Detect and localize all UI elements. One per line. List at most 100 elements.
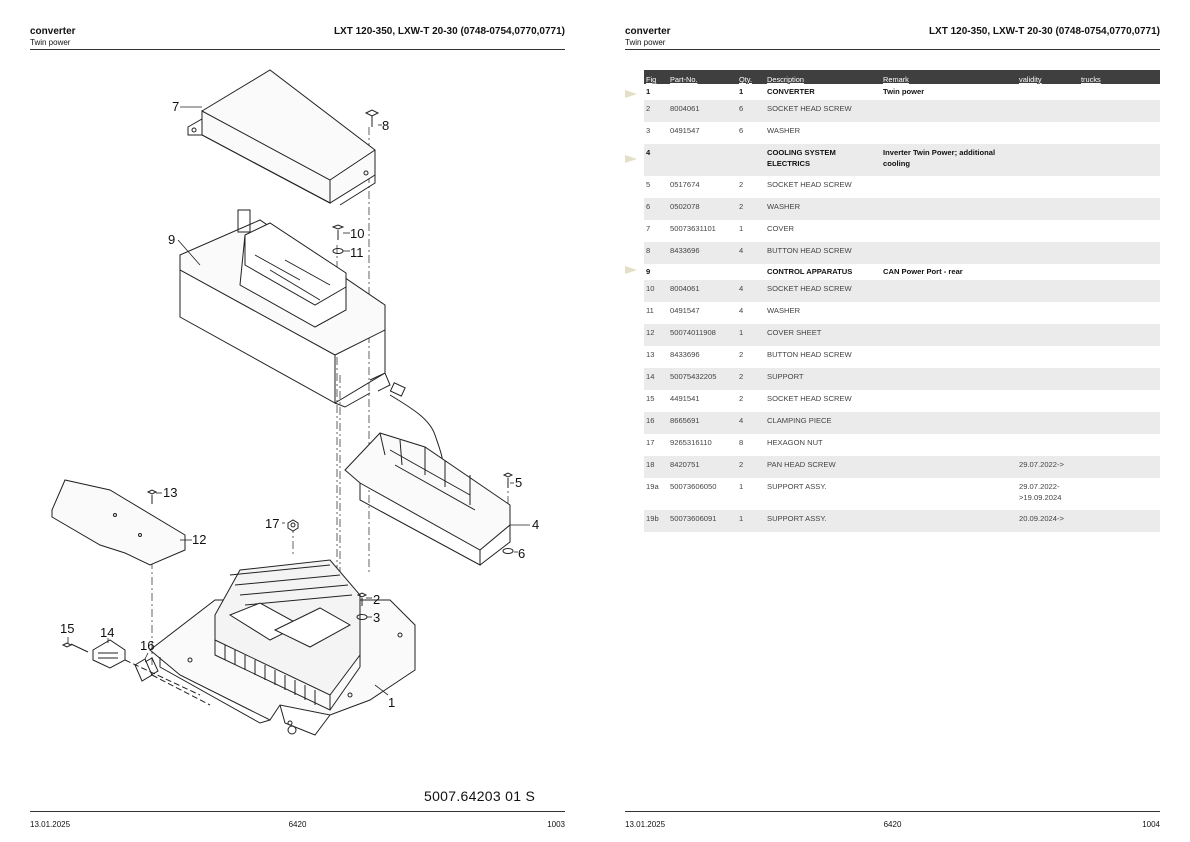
- cell-remark: Inverter Twin Power; additional cooling: [881, 144, 1017, 176]
- cell-desc: PAN HEAD SCREW: [765, 456, 881, 478]
- cell-desc: SUPPORT ASSY.: [765, 510, 881, 532]
- cell-qty: 1: [739, 482, 744, 491]
- cell-remark: CAN Power Port - rear: [883, 267, 963, 276]
- callout-14: 14: [100, 625, 114, 640]
- callout-17: 17: [265, 516, 279, 531]
- cell-trucks: [1079, 122, 1160, 144]
- page-title: converter: [625, 26, 671, 37]
- cell-part: [668, 84, 737, 100]
- assembly-marker-arrow: [625, 155, 637, 163]
- cell-qty: [737, 144, 765, 176]
- cell-fig: 1: [646, 87, 651, 96]
- cell-remark: [881, 390, 1017, 412]
- cell-remark: [881, 198, 1017, 220]
- cell-desc: WASHER: [767, 306, 801, 315]
- cell-fig: 11: [646, 306, 654, 315]
- cell-fig: 5: [646, 180, 651, 189]
- cell-desc: COOLING SYSTEM ELECTRICS: [765, 144, 881, 176]
- cell-remark: [881, 368, 1017, 390]
- cell-validity: 29.07.2022->: [1017, 456, 1079, 478]
- cell-trucks: [1079, 510, 1160, 532]
- callout-4: 4: [532, 517, 539, 532]
- cell-fig: 15: [646, 394, 655, 403]
- cell-trucks: [1079, 198, 1160, 220]
- cell-remark: [881, 478, 1017, 510]
- exploded-parts-drawing: 7 8 9 10 11 5 4 6 13 12 17 2 3 1 15 14 1…: [30, 55, 565, 805]
- callout-3: 3: [373, 610, 380, 625]
- right-page: converter Twin power LXT 120-350, LXW-T …: [625, 0, 1160, 842]
- cell-trucks: [1079, 242, 1160, 264]
- cell-validity: [1017, 122, 1079, 144]
- cell-desc: SOCKET HEAD SCREW: [765, 280, 881, 302]
- drawing-svg: 7 8 9 10 11 5 4 6 13 12 17 2 3 1 15 14 1…: [51, 69, 539, 736]
- column-header: trucks: [1079, 70, 1160, 84]
- cell-desc: HEXAGON NUT: [767, 438, 823, 447]
- cell-fig: 16: [644, 412, 668, 434]
- cell-remark: Twin power: [883, 87, 925, 96]
- cell-validity: [1017, 302, 1079, 324]
- cell-remark: [881, 242, 1017, 264]
- cell-desc: SUPPORT ASSY.: [767, 482, 827, 491]
- column-header: Qty.: [737, 70, 765, 84]
- cell-validity: [1017, 84, 1079, 100]
- cell-fig: 2: [644, 100, 668, 122]
- cell-desc: BUTTON HEAD SCREW: [767, 350, 852, 359]
- cell-qty: 2: [737, 368, 765, 390]
- cell-desc: CLAMPING PIECE: [765, 412, 881, 434]
- cell-part: 0491547: [670, 306, 700, 315]
- cell-remark: [881, 220, 1017, 242]
- column-header: Fig: [644, 70, 668, 84]
- footer-date: 13.01.2025: [625, 820, 666, 829]
- footer-code: 6420: [288, 820, 307, 829]
- cell-fig: 19b: [644, 510, 668, 532]
- cell-desc: COVER: [767, 224, 795, 233]
- cell-qty: 2: [737, 198, 765, 220]
- cell-trucks: [1079, 220, 1160, 242]
- cell-validity: [1017, 264, 1079, 280]
- cell-qty: 2: [739, 394, 744, 403]
- assembly-marker-arrow: [625, 266, 637, 274]
- page-subtitle: Twin power: [625, 38, 666, 47]
- cell-fig: 3: [646, 126, 651, 135]
- cell-desc: SUPPORT: [765, 368, 881, 390]
- table-header-row: Fig Part-No. Qty. Description Remark val…: [644, 70, 1160, 84]
- callout-12: 12: [192, 532, 206, 547]
- cell-trucks: [1079, 346, 1160, 368]
- header-divider: [625, 49, 1160, 50]
- cell-part: 0491547: [670, 126, 700, 135]
- cell-desc: SOCKET HEAD SCREW: [767, 180, 852, 189]
- cell-validity: [1017, 324, 1079, 346]
- cell-qty: 1: [739, 224, 744, 233]
- callout-10: 10: [350, 226, 364, 241]
- cell-validity: 20.09.2024->: [1017, 510, 1079, 532]
- cell-validity: [1017, 100, 1079, 122]
- cell-fig: 12: [644, 324, 668, 346]
- cell-validity: [1017, 434, 1079, 456]
- column-header: Description: [765, 70, 881, 84]
- cell-fig: 14: [644, 368, 668, 390]
- model-range: LXT 120-350, LXW-T 20-30 (0748-0754,0770…: [928, 26, 1160, 37]
- cell-qty: 1: [737, 324, 765, 346]
- cell-validity: [1017, 280, 1079, 302]
- cell-qty: [737, 264, 765, 280]
- cell-part: 50075432205: [668, 368, 737, 390]
- callout-7: 7: [172, 99, 179, 114]
- cell-trucks: [1079, 302, 1160, 324]
- cell-trucks: [1079, 176, 1160, 198]
- callout-6: 6: [518, 546, 525, 561]
- cell-qty: 2: [739, 350, 744, 359]
